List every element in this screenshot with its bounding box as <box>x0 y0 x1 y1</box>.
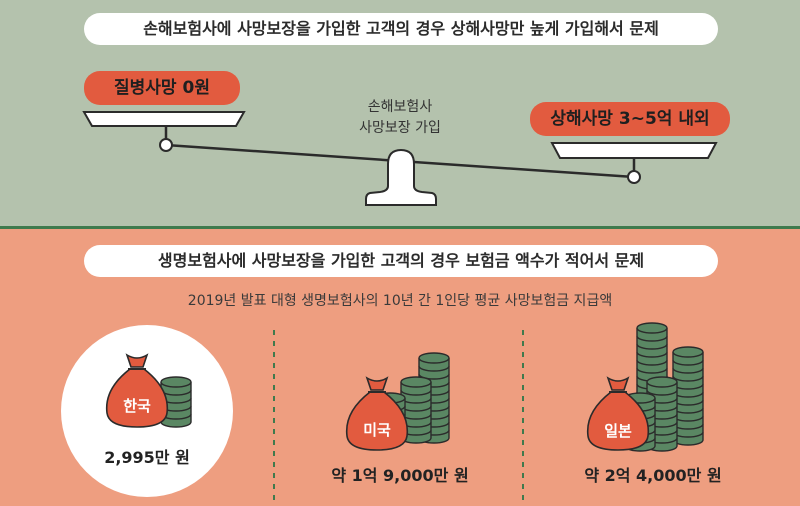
center-label: 손해보험사 사망보장 가입 <box>330 97 470 139</box>
japan-money-bag <box>586 376 650 451</box>
bottom-subtitle: 2019년 발표 대형 생명보험사의 10년 간 1인당 평균 사망보험금 지급… <box>187 293 613 309</box>
center-label-line2: 사망보장 가입 <box>359 120 441 136</box>
bag-knot <box>365 376 389 391</box>
top-title: 손해보험사에 사망보장을 가입한 고객의 경우 상해사망만 높게 가입해서 문제 <box>84 13 718 45</box>
right-pivot <box>627 170 641 184</box>
korea-money-bag <box>105 353 169 428</box>
bag-body <box>105 368 169 428</box>
bag-knot <box>606 376 630 391</box>
usa-amount: 약 1억 9,000만 원 <box>331 466 469 485</box>
bag-body <box>345 391 409 451</box>
coin-top <box>672 346 704 358</box>
usa-coin-stack-mid <box>400 376 432 444</box>
japan-coin-stack-back-right <box>672 346 704 446</box>
left-pivot <box>159 138 173 152</box>
coin-top <box>418 352 450 364</box>
japan-amount: 약 2억 4,000만 원 <box>584 466 722 485</box>
center-label-line1: 손해보험사 <box>367 99 433 115</box>
coin-top <box>646 376 678 388</box>
money-bags <box>105 353 650 451</box>
bag-body <box>586 391 650 451</box>
right-tray <box>550 142 718 159</box>
usa-money-bag <box>345 376 409 451</box>
korea-bag-label: 한국 <box>123 397 151 415</box>
japan-bag-label: 일본 <box>604 422 632 440</box>
coin-top <box>160 376 192 388</box>
left-tag-disease-death: 질병사망 0원 <box>84 71 240 105</box>
bag-knot <box>125 353 149 368</box>
bottom-title: 생명보험사에 사망보장을 가입한 고객의 경우 보험금 액수가 적어서 문제 <box>84 245 718 277</box>
section-divider <box>0 226 800 229</box>
fulcrum <box>365 148 437 206</box>
coin-top <box>636 322 668 334</box>
left-tray <box>82 111 246 127</box>
korea-amount: 2,995만 원 <box>104 448 190 467</box>
coin-top <box>400 376 432 388</box>
balance-scale <box>82 111 718 206</box>
right-tag-accident-death: 상해사망 3~5억 내외 <box>530 102 730 136</box>
usa-bag-label: 미국 <box>363 421 391 439</box>
